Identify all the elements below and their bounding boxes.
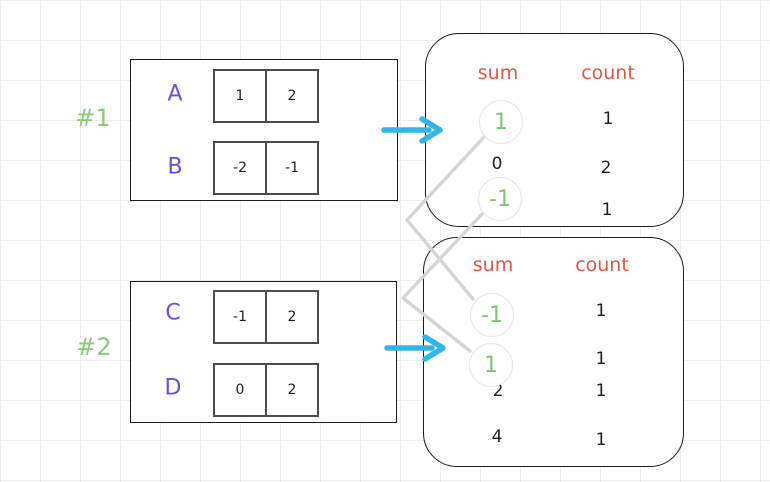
circled-sum-value: 1: [479, 100, 523, 144]
count-value: 1: [595, 381, 607, 401]
count-header: count: [575, 254, 629, 276]
array-cell: 2: [265, 290, 319, 344]
array-d-name: D: [164, 375, 182, 401]
count-value: 1: [595, 430, 607, 450]
count-value: 1: [595, 301, 607, 321]
example-1-arrays-box: A 1 2 B -2 -1: [130, 59, 398, 201]
array-b-name: B: [167, 154, 183, 180]
array-a-name: A: [167, 81, 183, 107]
array-c-cells: -1 2: [213, 290, 319, 344]
circled-sum-value: -1: [478, 177, 522, 221]
count-header: count: [581, 62, 635, 84]
array-cell: -1: [265, 141, 319, 195]
array-a-cells: 1 2: [213, 69, 319, 123]
result-1-box: sum count 1 1 0 2 -1 1: [425, 33, 684, 227]
array-cell: 2: [265, 69, 319, 123]
example-2-tag: #2: [76, 333, 112, 361]
sum-value: 4: [491, 427, 503, 447]
count-value: 2: [600, 158, 612, 178]
example-2-arrays-box: C -1 2 D 0 2: [130, 281, 397, 423]
sum-value: 2: [492, 381, 504, 401]
count-value: 1: [602, 109, 614, 129]
example-1-tag: #1: [75, 104, 111, 132]
sum-value: 0: [491, 154, 503, 174]
array-cell: -2: [213, 141, 267, 195]
array-c-name: C: [165, 300, 181, 326]
array-cell: 1: [213, 69, 267, 123]
result-2-box: sum count -1 1 1 1 2 1 4 1: [423, 237, 684, 467]
sum-header: sum: [477, 62, 519, 84]
count-value: 1: [601, 200, 613, 220]
array-cell: 2: [265, 363, 319, 417]
count-value: 1: [595, 349, 607, 369]
circled-sum-value: -1: [470, 293, 514, 337]
array-d-cells: 0 2: [213, 363, 319, 417]
array-cell: -1: [213, 290, 267, 344]
array-b-cells: -2 -1: [213, 141, 319, 195]
circled-sum-value: 1: [469, 343, 513, 387]
array-cell: 0: [213, 363, 267, 417]
sum-header: sum: [472, 254, 514, 276]
